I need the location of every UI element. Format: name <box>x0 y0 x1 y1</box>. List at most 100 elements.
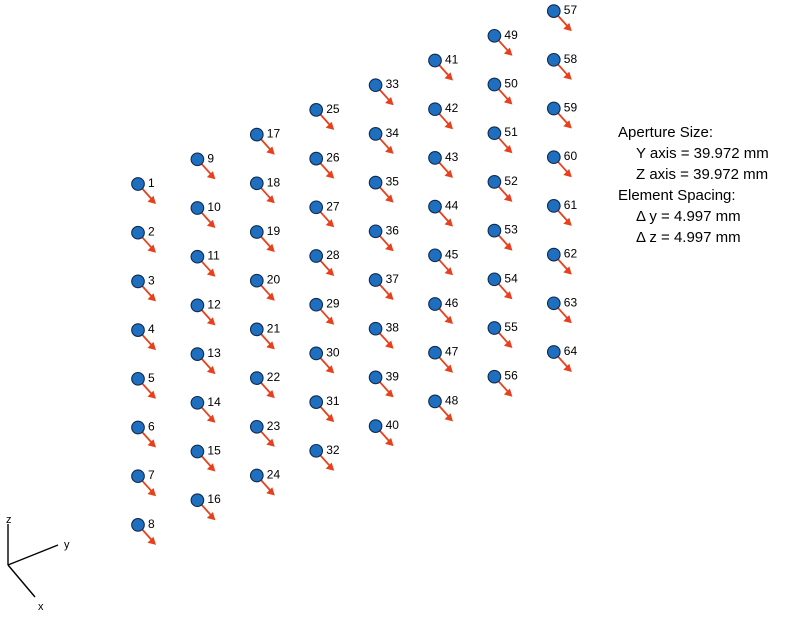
element-number-label: 56 <box>504 369 518 383</box>
element-number-label: 59 <box>564 101 578 115</box>
element-number-label: 48 <box>445 393 459 407</box>
normal-arrow-head <box>503 145 513 154</box>
array-element: 41 <box>428 53 459 81</box>
element-marker <box>131 518 145 532</box>
aperture-size-title: Aperture Size: <box>618 124 714 141</box>
array-element: 25 <box>309 102 340 130</box>
array-element: 2 <box>131 225 156 253</box>
normal-arrow-head <box>266 341 275 350</box>
array-element: 55 <box>487 320 518 348</box>
array-element: 44 <box>428 199 459 227</box>
element-number-label: 37 <box>386 272 400 286</box>
array-element: 53 <box>487 223 518 251</box>
normal-arrow-head <box>206 268 216 277</box>
array-element: 18 <box>249 175 280 204</box>
normal-arrow-head <box>325 316 335 325</box>
normal-arrow-head <box>444 121 453 130</box>
element-marker <box>546 296 561 311</box>
normal-arrow-head <box>147 293 156 302</box>
normal-arrow-head <box>385 340 394 349</box>
element-number-label: 55 <box>504 320 518 334</box>
element-number-label: 26 <box>326 151 340 165</box>
normal-arrow-head <box>266 487 275 496</box>
array-element: 27 <box>309 199 340 228</box>
element-marker <box>190 493 205 508</box>
normal-arrow-head <box>325 365 335 374</box>
element-marker <box>131 177 145 191</box>
normal-arrow-head <box>563 363 572 372</box>
element-number-label: 17 <box>267 127 281 141</box>
normal-arrow-head <box>385 243 394 252</box>
array-element: 40 <box>368 418 399 447</box>
element-marker <box>309 443 324 458</box>
normal-arrow-head <box>325 462 335 471</box>
normal-arrow-head <box>444 267 453 276</box>
array-element: 64 <box>546 344 578 372</box>
element-number-label: 35 <box>386 175 400 189</box>
element-number-label: 64 <box>564 344 578 358</box>
element-marker <box>131 225 145 240</box>
element-number-label: 41 <box>445 53 459 67</box>
element-marker <box>249 176 264 191</box>
element-marker <box>249 371 264 385</box>
y-axis-line <box>7 544 59 566</box>
element-marker <box>487 77 502 92</box>
array-element: 36 <box>368 223 400 252</box>
element-number-label: 60 <box>564 149 578 163</box>
element-number-label: 61 <box>564 198 578 212</box>
element-marker <box>249 273 264 288</box>
normal-arrow-head <box>325 170 335 179</box>
array-element: 31 <box>309 394 340 423</box>
element-number-label: 52 <box>504 174 518 188</box>
element-number-label: 23 <box>267 419 281 433</box>
element-marker <box>131 323 145 337</box>
array-element: 37 <box>368 272 400 300</box>
element-marker <box>487 28 502 43</box>
normal-arrow-head <box>147 244 156 253</box>
array-element: 51 <box>487 125 518 154</box>
normal-arrow-head <box>147 195 156 204</box>
aperture-z-value: Z axis = 39.972 mm <box>636 166 769 183</box>
element-marker <box>131 469 145 484</box>
array-element: 58 <box>546 52 578 80</box>
element-marker <box>368 175 383 190</box>
element-marker <box>487 175 502 189</box>
array-element: 46 <box>428 296 459 324</box>
normal-arrow-head <box>444 169 453 178</box>
normal-arrow-head <box>266 292 275 301</box>
array-element: 32 <box>309 443 340 471</box>
normal-arrow-head <box>266 389 275 399</box>
array-element: 50 <box>487 77 518 105</box>
array-element: 54 <box>487 271 518 300</box>
array-element: 21 <box>249 321 280 350</box>
normal-arrow-head <box>385 194 394 203</box>
element-number-label: 53 <box>504 223 518 237</box>
array-element: 56 <box>487 369 518 397</box>
element-number-label: 6 <box>148 420 155 434</box>
normal-arrow-head <box>206 463 216 472</box>
element-marker <box>309 346 324 361</box>
element-marker <box>249 468 264 483</box>
array-element: 42 <box>428 101 459 130</box>
normal-arrow-head <box>503 388 513 397</box>
element-marker <box>368 370 383 385</box>
normal-arrow-head <box>266 146 275 155</box>
element-number-label: 58 <box>564 52 578 66</box>
array-element: 23 <box>249 419 281 447</box>
element-number-label: 36 <box>386 223 400 237</box>
normal-arrow-head <box>503 96 513 105</box>
element-marker <box>309 151 324 166</box>
array-element: 11 <box>190 249 220 277</box>
element-marker <box>487 223 502 238</box>
array-element: 35 <box>368 175 400 203</box>
element-marker <box>368 127 383 141</box>
normal-arrow-head <box>147 536 156 545</box>
array-info-panel: Aperture Size: Y axis = 39.972 mm Z axis… <box>618 122 769 248</box>
array-element: 38 <box>368 321 399 349</box>
array-element: 57 <box>546 3 577 32</box>
element-marker <box>428 297 442 311</box>
element-marker <box>546 150 561 165</box>
element-number-label: 14 <box>207 395 221 409</box>
element-marker <box>487 321 502 335</box>
